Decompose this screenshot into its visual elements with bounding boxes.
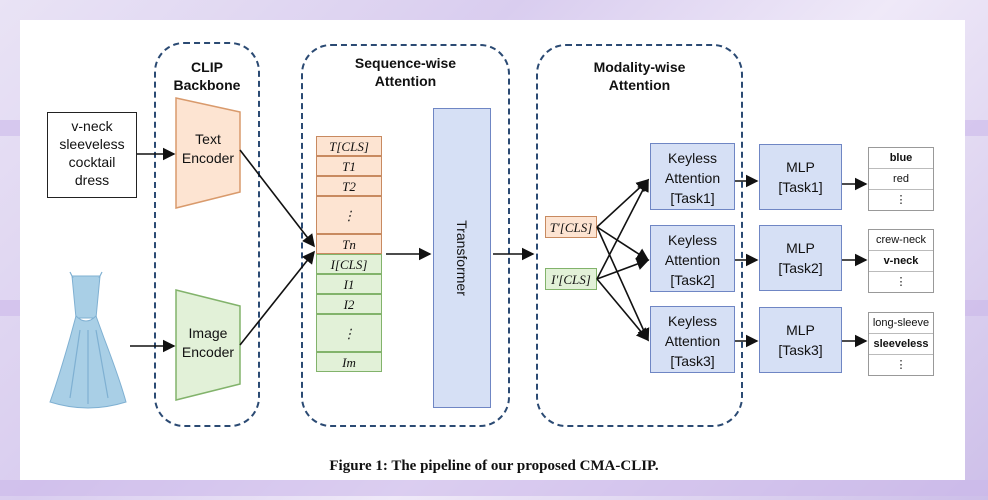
arrow-i-to-k2 [596,257,650,280]
output-item: ⋮ [895,276,907,288]
sequence-attention-group [301,44,510,427]
output-item: sleeveless [869,334,933,355]
arrow-image-encoder-to-seq [239,250,315,346]
arrow-i-to-k3 [596,278,650,342]
output-item: ⋮ [895,194,907,206]
token-tn: Tn [316,234,382,254]
output-item: red [869,169,933,190]
mlp-task3: MLP[Task3] [759,307,842,373]
image-encoder-shape [175,289,241,401]
arrow-t-to-k3 [596,226,650,342]
token-im: Im [316,352,382,372]
token-i1: I1 [316,274,382,294]
token-i-cls-prime: I′[CLS] [545,268,597,290]
token-t1: T1 [316,156,382,176]
arrow-t-to-k2 [596,226,650,261]
output-item: crew-neck [869,230,933,251]
output-list-task1: blue red ⋮ [868,147,934,211]
transformer-box: Transformer [433,108,491,408]
token-t-ellipsis: ⋮ [316,196,382,234]
token-i-cls: I[CLS] [316,254,382,274]
modality-attention-group [536,44,743,427]
token-t-cls-prime: T′[CLS] [545,216,597,238]
token-i-ellipsis: ⋮ [316,314,382,352]
token-i2: I2 [316,294,382,314]
mlp-task1: MLP[Task1] [759,144,842,210]
background-stripe [0,480,988,496]
clip-backbone-group [154,42,260,427]
arrow-text-encoder-to-seq [239,149,315,248]
arrow-t-to-k1 [596,178,650,228]
output-list-task3: long-sleeve sleeveless ⋮ [868,312,934,376]
output-item: v-neck [869,251,933,272]
token-t-cls: T[CLS] [316,136,382,156]
token-t2: T2 [316,176,382,196]
figure-caption: Figure 1: The pipeline of our proposed C… [329,458,659,474]
text-input-box: v-neck sleeveless cocktail dress [47,112,137,198]
output-item: blue [869,148,933,169]
output-list-task2: crew-neck v-neck ⋮ [868,229,934,293]
output-item: long-sleeve [869,313,933,334]
arrow-i-to-k1 [596,178,649,280]
output-item: ⋮ [895,359,907,371]
mlp-task2: MLP[Task2] [759,225,842,291]
text-encoder-shape [175,97,241,209]
